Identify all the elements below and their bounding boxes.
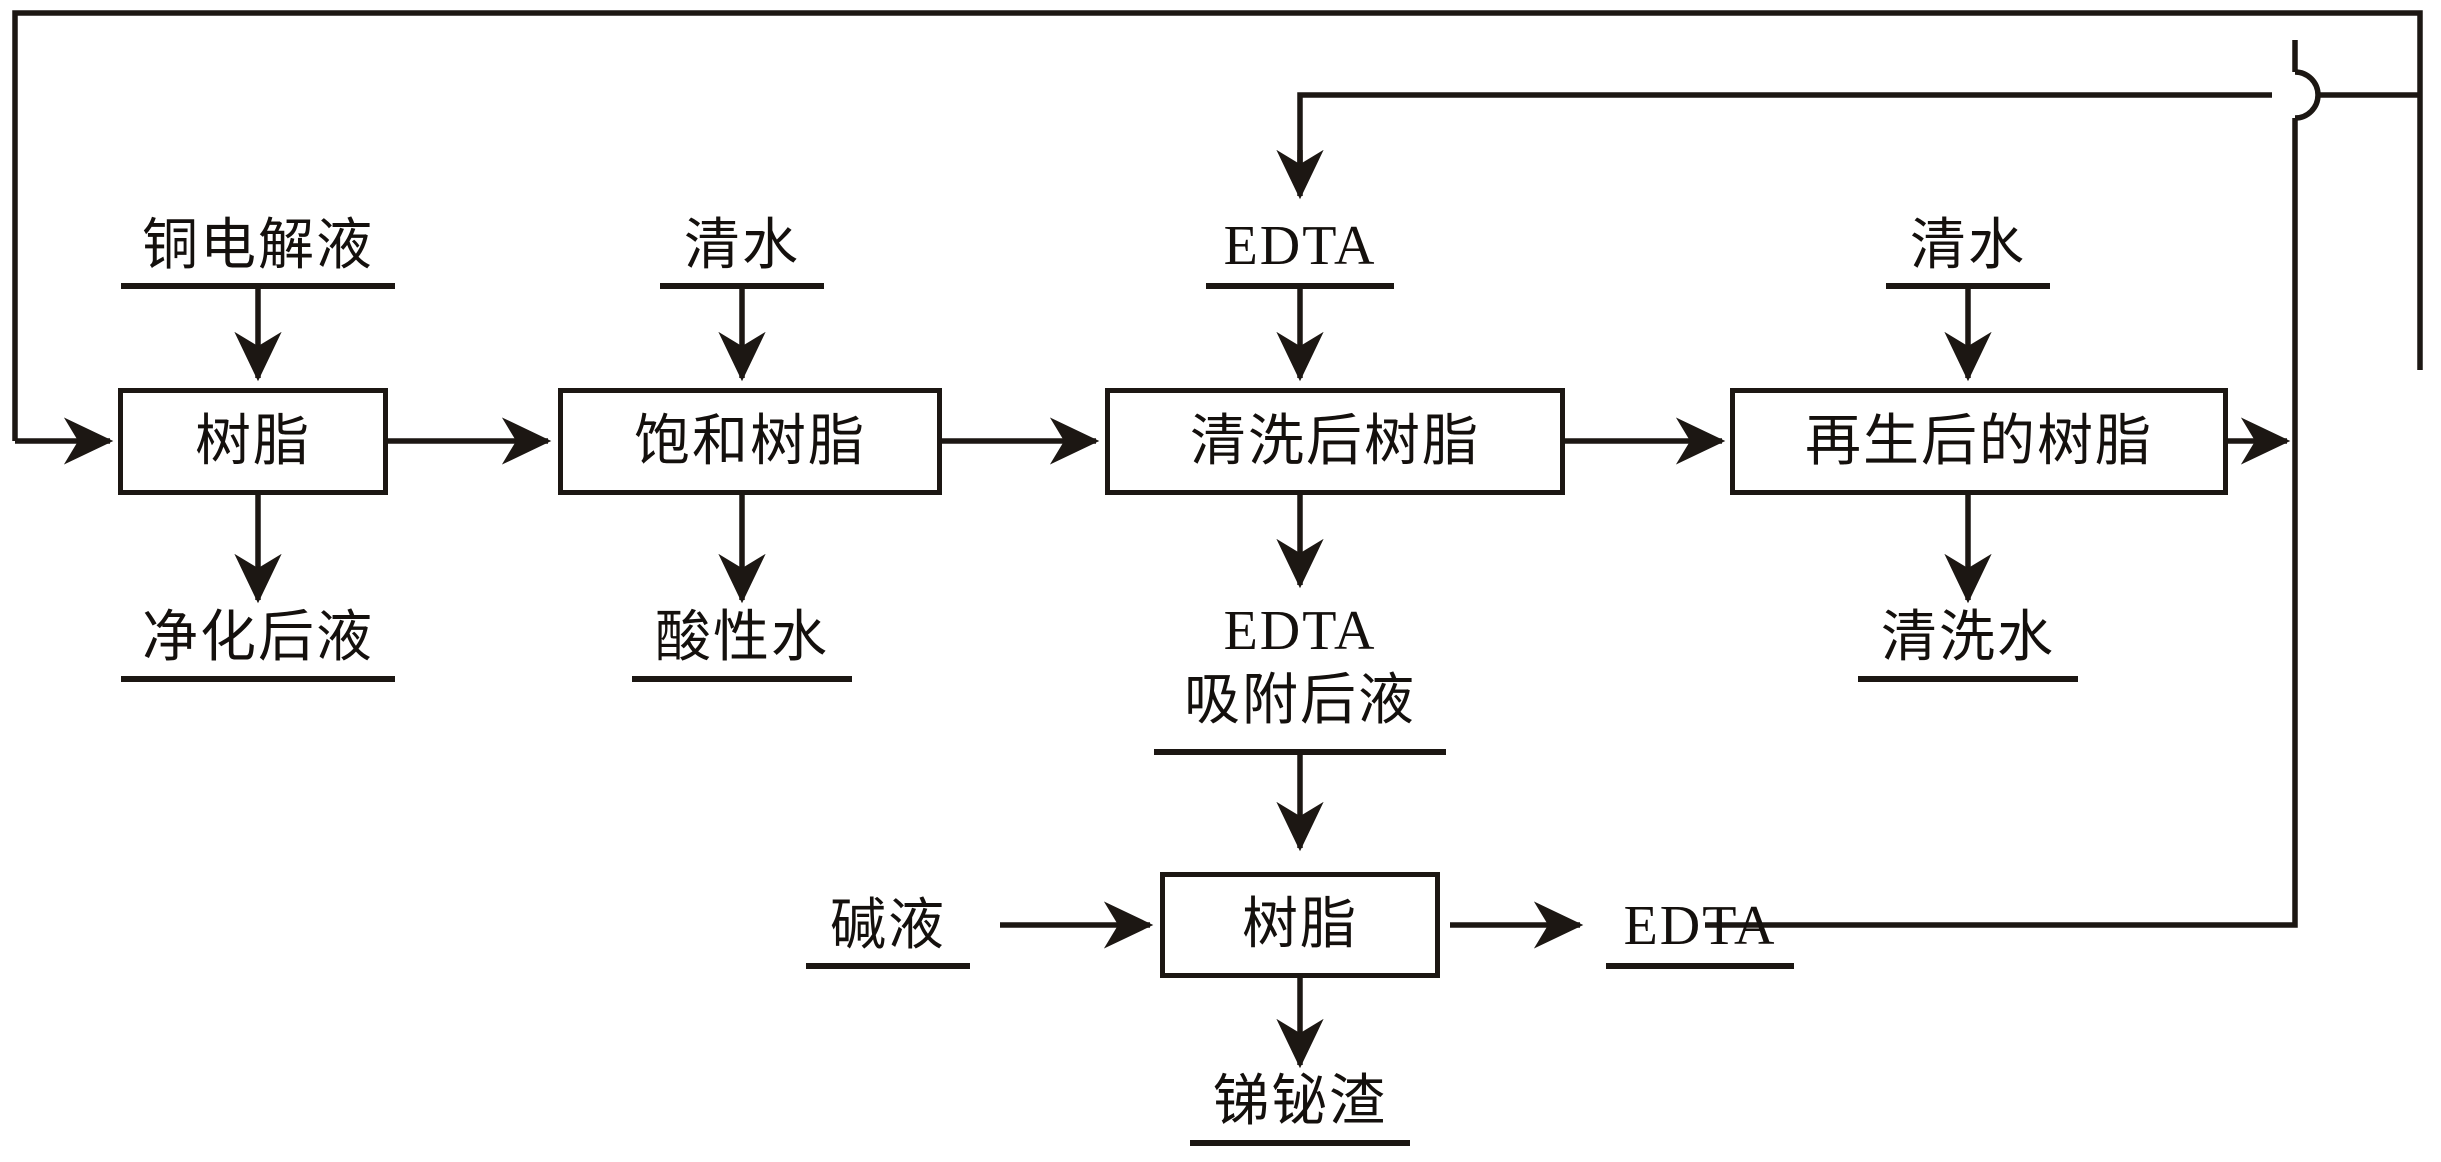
stream-edta-adsorbed-line1: EDTA — [1223, 600, 1377, 662]
stream-purified-liquid-label: 净化后液 — [142, 607, 374, 669]
stream-clean-water-2-underbar — [1886, 283, 2050, 289]
stream-edta-adsorbed-underbar — [1154, 749, 1446, 755]
stream-alkali-underbar — [806, 963, 970, 969]
box-saturated-resin-label: 饱和树脂 — [634, 410, 866, 473]
stream-clean-water-1-underbar — [660, 283, 824, 289]
stream-wash-water-underbar — [1858, 676, 2078, 682]
recycle-path-edta-right-up — [1705, 118, 2298, 928]
stream-copper-electrolyte-underbar — [121, 283, 395, 289]
box-washed-resin-label: 清洗后树脂 — [1190, 410, 1480, 473]
box-saturated-resin[interactable]: 饱和树脂 — [558, 388, 942, 495]
stream-edta-top-label: EDTA — [1223, 215, 1377, 277]
stream-wash-water-label: 清洗水 — [1881, 607, 2055, 669]
stream-acidic-water-label: 酸性水 — [655, 607, 829, 669]
recycle-path-regen-to-resin — [12, 10, 2423, 441]
stream-edta-recycle-underbar — [1606, 963, 1794, 969]
stream-edta-top-underbar — [1206, 283, 1394, 289]
stream-antimony-bismuth-slag-label: 锑铋渣 — [1213, 1071, 1387, 1133]
box-regen-resin[interactable]: 再生后的树脂 — [1730, 388, 2228, 495]
box-washed-resin[interactable]: 清洗后树脂 — [1105, 388, 1565, 495]
box-resin-1-label: 树脂 — [195, 410, 311, 473]
stream-alkali-label: 碱液 — [830, 895, 946, 957]
box-resin-1[interactable]: 树脂 — [118, 388, 388, 495]
stream-antimony-bismuth-slag-underbar — [1190, 1140, 1410, 1146]
stream-purified-liquid-underbar — [121, 676, 395, 682]
stream-clean-water-2-label: 清水 — [1910, 215, 2026, 277]
stream-edta-adsorbed-line2: 吸附后液 — [1184, 670, 1416, 732]
stream-edta-recycle-label: EDTA — [1623, 895, 1777, 957]
box-resin-2[interactable]: 树脂 — [1160, 872, 1440, 978]
box-regen-resin-label: 再生后的树脂 — [1805, 410, 2153, 473]
recycle-path-edta-horizontal-left — [1297, 92, 2272, 178]
line-hop-arc — [2294, 69, 2321, 121]
box-resin-2-label: 树脂 — [1242, 894, 1358, 956]
stream-clean-water-1-label: 清水 — [684, 215, 800, 277]
stream-copper-electrolyte-label: 铜电解液 — [142, 215, 374, 277]
stream-acidic-water-underbar — [632, 676, 852, 682]
